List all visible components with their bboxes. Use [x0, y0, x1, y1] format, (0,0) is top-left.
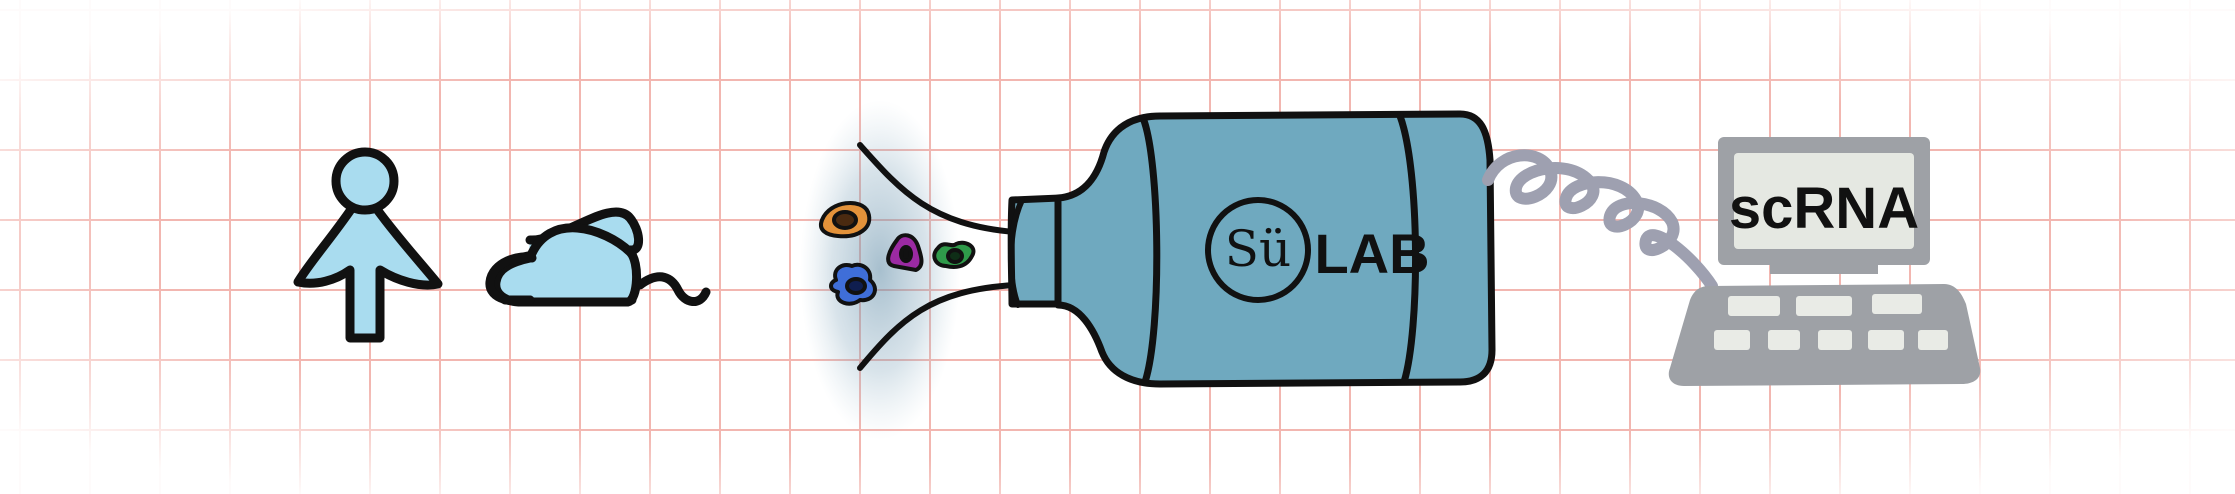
mouse-icon — [485, 207, 711, 307]
screen-label: scRNA — [1729, 176, 1919, 241]
lab-logo-text: Sü — [1225, 220, 1291, 278]
lab-label: LAB — [1314, 222, 1429, 285]
human-icon — [293, 147, 443, 343]
coiled-cable-icon — [1482, 149, 1718, 292]
keyboard-keys — [1714, 294, 1948, 350]
monitor-screen — [1734, 153, 1914, 249]
tissue-funnel-icon — [800, 100, 1018, 440]
computer-icon: scRNA — [1668, 137, 1981, 386]
lab-logo-badge: Sü LAB — [1205, 197, 1430, 303]
monitor-stand — [1770, 262, 1878, 274]
cells-icon — [819, 200, 976, 306]
